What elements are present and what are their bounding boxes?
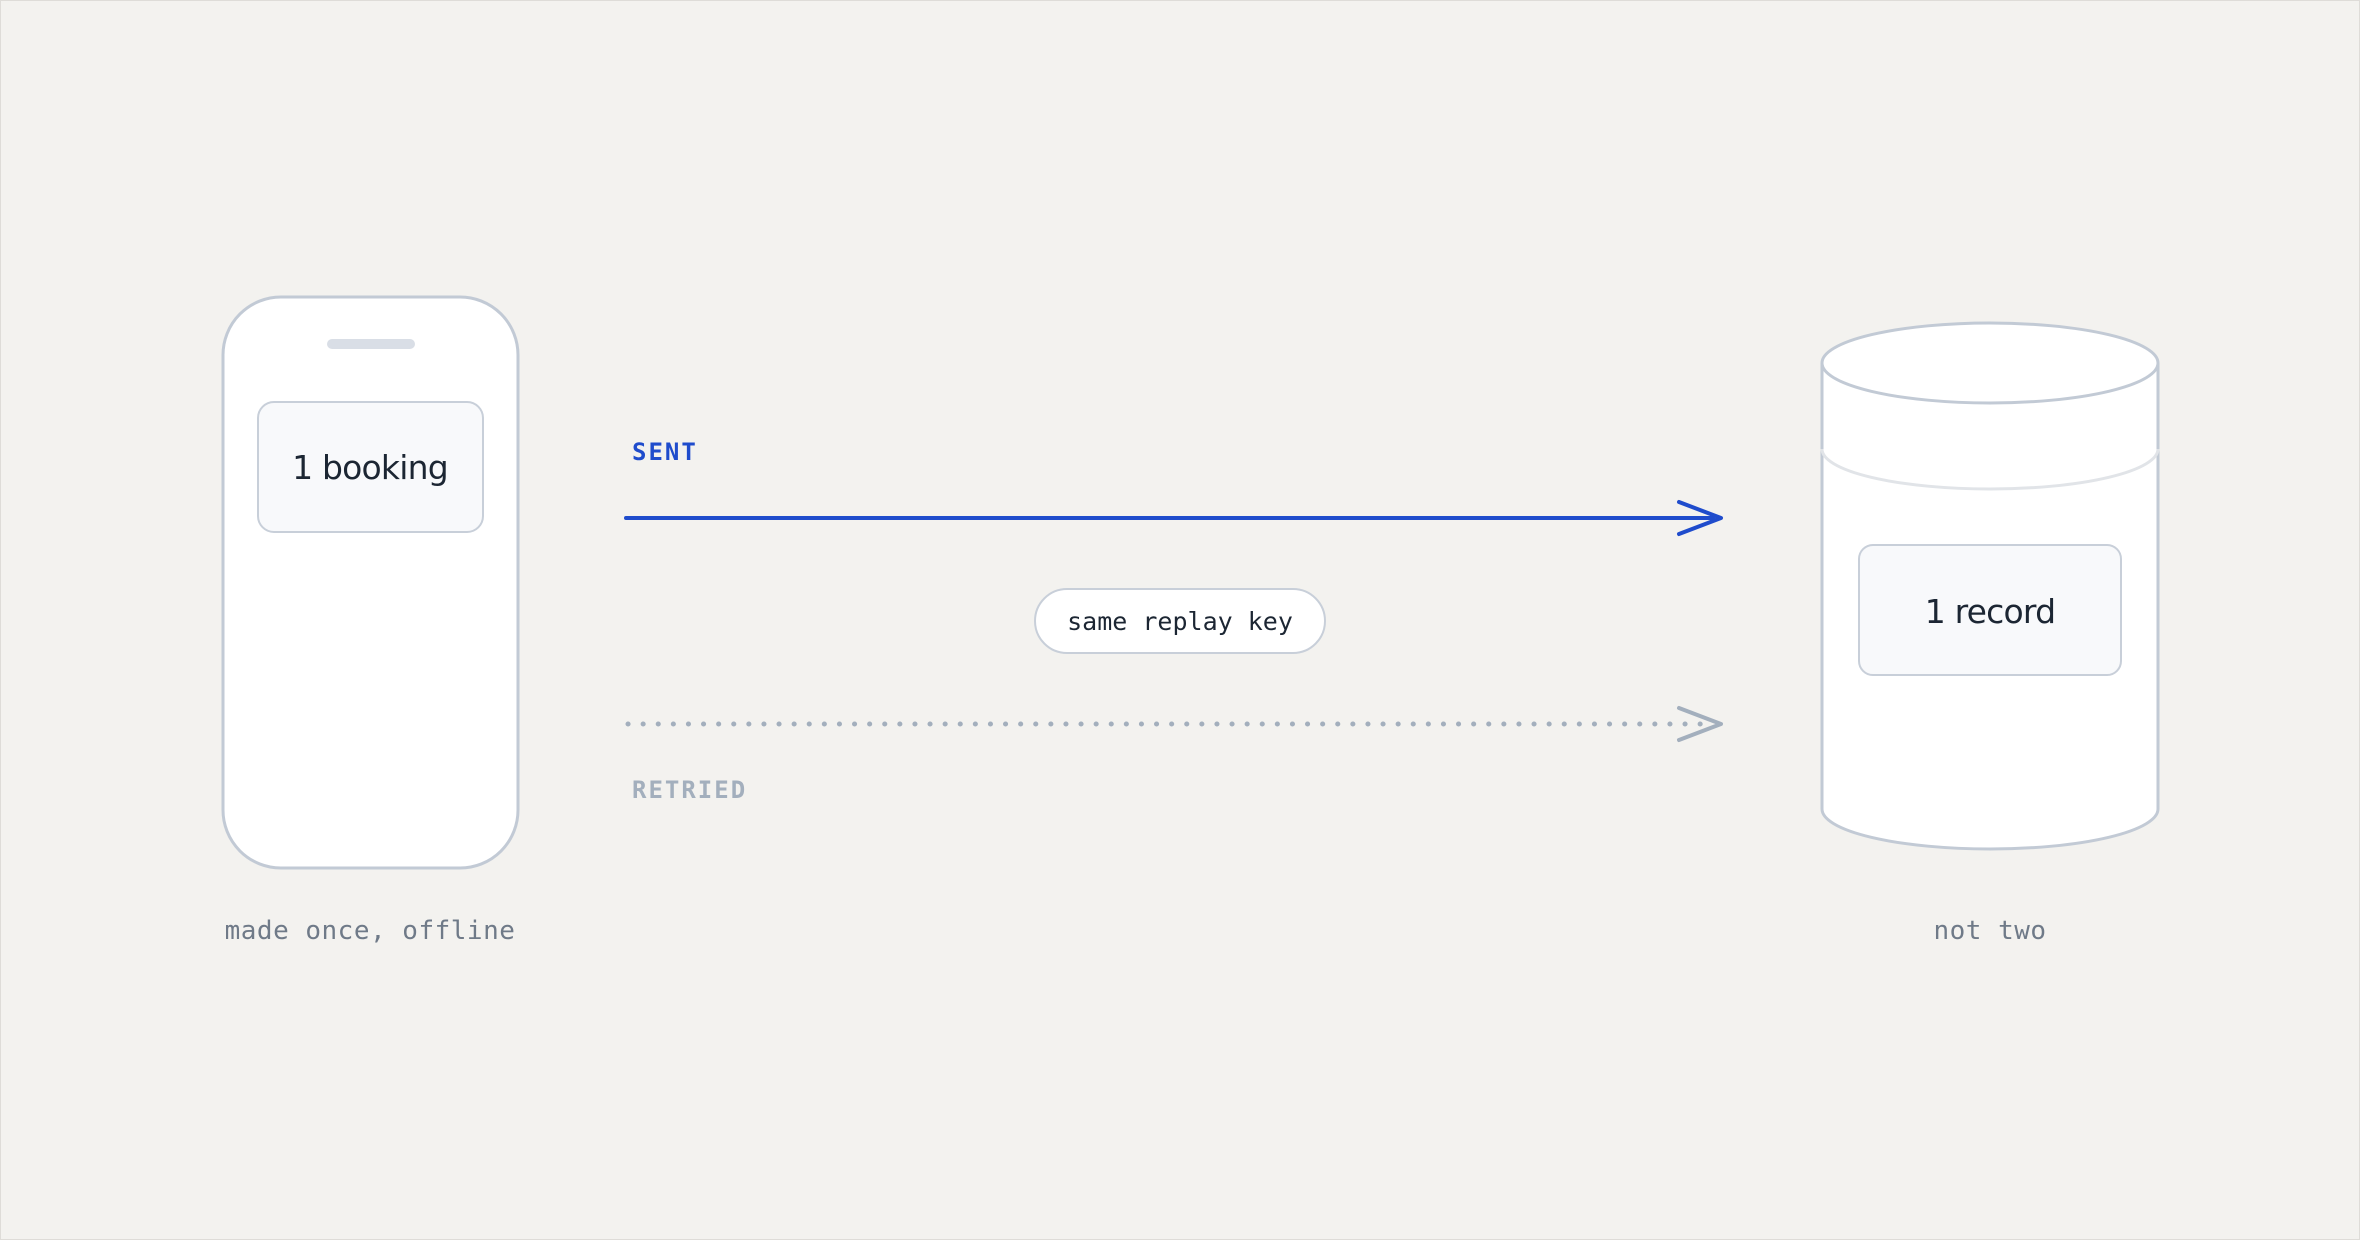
cylinder-band <box>1820 448 2160 491</box>
record-card <box>1858 544 2122 676</box>
booking-card-label: 1 booking <box>292 448 448 487</box>
phone-body <box>221 295 520 870</box>
retried-label: RETRIED <box>632 776 747 804</box>
booking-card <box>257 401 484 533</box>
cylinder-top <box>1820 321 2160 405</box>
retried-arrow <box>625 706 1723 742</box>
replay-key-label: same replay key <box>1067 607 1293 636</box>
database-cylinder: 1 record <box>1820 321 2160 851</box>
sent-label: SENT <box>632 438 698 466</box>
sent-arrow <box>624 500 1723 536</box>
retried-arrowhead <box>1677 706 1723 742</box>
replay-key-pill: same replay key <box>1034 588 1326 654</box>
phone-speaker <box>327 339 415 349</box>
record-card-label: 1 record <box>1925 592 2056 631</box>
sent-arrowhead <box>1677 500 1723 536</box>
phone-device: 1 booking <box>221 295 520 870</box>
device-caption: made once, offline <box>225 916 516 946</box>
store-caption: not two <box>1933 916 2046 946</box>
